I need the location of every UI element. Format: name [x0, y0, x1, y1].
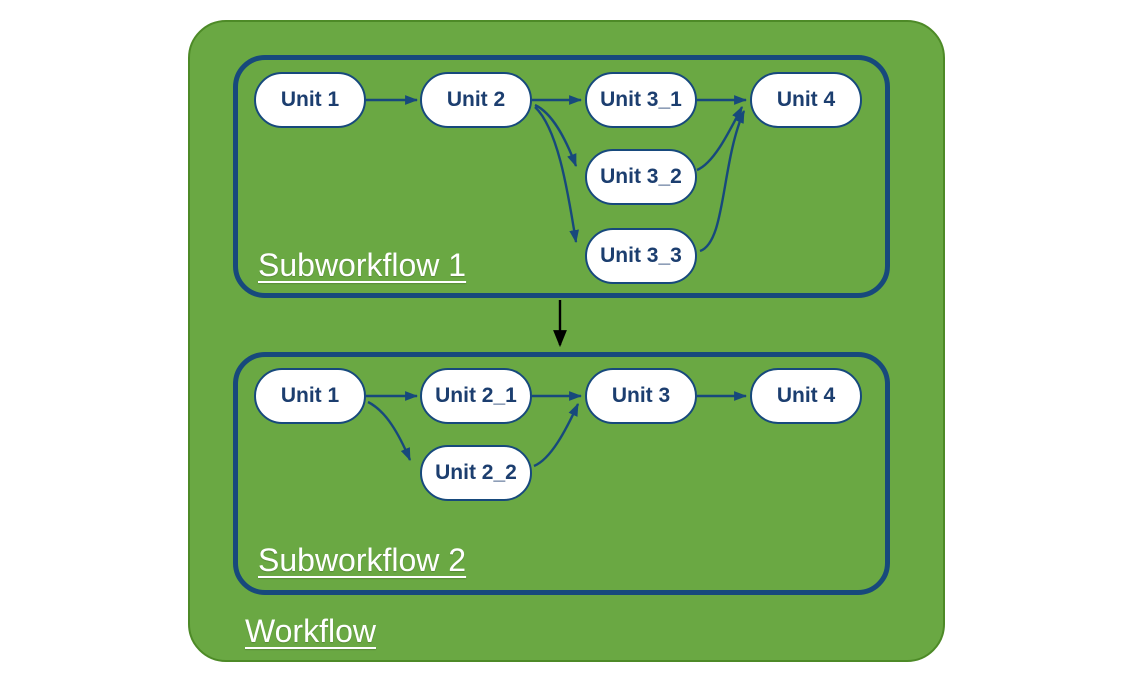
subworkflow-1-label: Subworkflow 1	[258, 247, 467, 283]
subworkflow-2-label: Subworkflow 2	[258, 542, 467, 578]
node-sw2-unit-1: Unit 1	[254, 368, 366, 424]
node-sw2-unit-2-1: Unit 2_1	[420, 368, 532, 424]
node-sw2-unit-4: Unit 4	[750, 368, 862, 424]
workflow-label: Workflow	[245, 613, 376, 649]
node-sw2-unit-2-2: Unit 2_2	[420, 445, 532, 501]
node-sw1-unit-2: Unit 2	[420, 72, 532, 128]
subworkflow-2-box	[233, 352, 890, 595]
node-sw1-unit-3-2: Unit 3_2	[585, 149, 697, 205]
node-sw1-unit-4: Unit 4	[750, 72, 862, 128]
node-sw1-unit-1: Unit 1	[254, 72, 366, 128]
node-sw1-unit-3-3: Unit 3_3	[585, 228, 697, 284]
node-sw2-unit-3: Unit 3	[585, 368, 697, 424]
subworkflow-1-box	[233, 55, 890, 298]
node-sw1-unit-3-1: Unit 3_1	[585, 72, 697, 128]
